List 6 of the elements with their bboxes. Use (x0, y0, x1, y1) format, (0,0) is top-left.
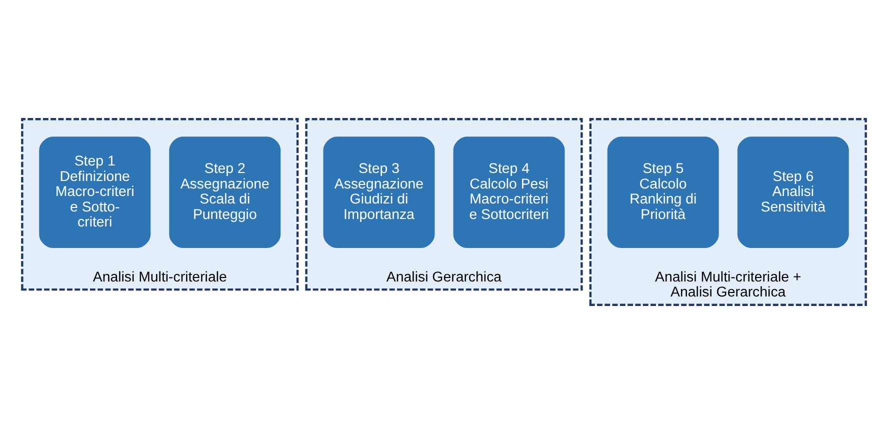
node-box: Step 5 Calcolo Ranking di Priorità (607, 136, 719, 248)
node-box: Step 1 Definizione Macro-criteri e Sotto-criteri (39, 136, 151, 248)
node-box: Step 2 Assegnazione Scala di Punteggio (169, 136, 281, 248)
node-box: Step 6 Analisi Sensitività (737, 136, 849, 248)
node-box: Step 4 Calcolo Pesi Macro-criteri e Sottocriteri (453, 136, 565, 248)
node-box: Step 3 Assegnazione Giudizi di Importanza (323, 136, 435, 248)
